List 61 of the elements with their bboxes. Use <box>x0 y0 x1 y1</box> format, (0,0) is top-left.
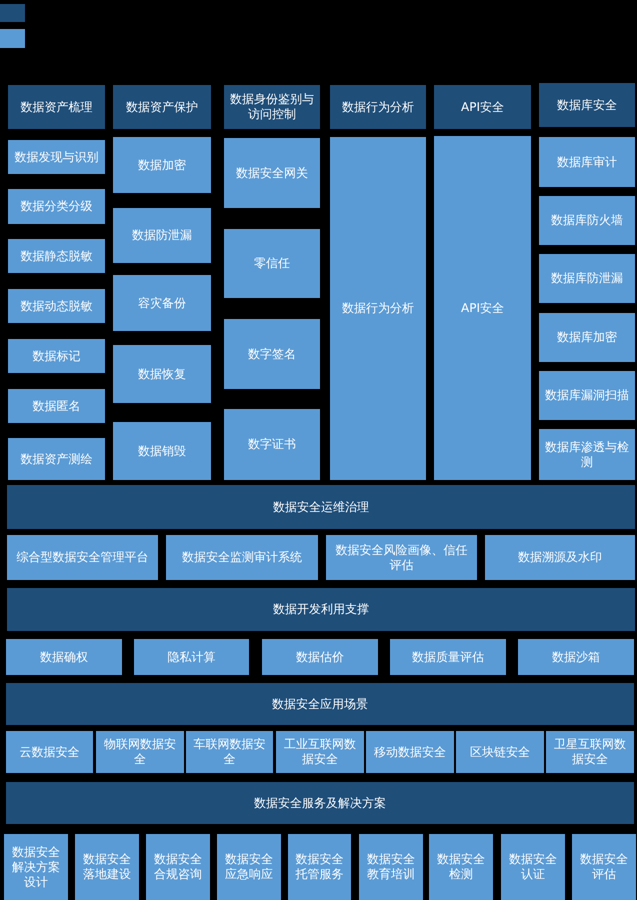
category-header: API安全 <box>434 85 531 129</box>
feature-box: 数据估价 <box>262 639 378 675</box>
feature-box: 数据恢复 <box>113 345 211 403</box>
feature-box: 数据安全落地建设 <box>75 834 139 900</box>
feature-box: 数据静态脱敏 <box>8 239 105 273</box>
color-swatch <box>0 29 25 48</box>
feature-box: 数据库渗透与检测 <box>539 429 635 480</box>
feature-box: 数据匿名 <box>8 389 105 423</box>
category-header: 数据资产梳理 <box>8 85 105 129</box>
feature-box: API安全 <box>434 136 531 480</box>
feature-box: 数据库防火墙 <box>539 196 635 245</box>
feature-box: 数据发现与识别 <box>8 140 105 174</box>
feature-box: 数据资产测绘 <box>8 438 105 480</box>
feature-box: 综合型数据安全管理平台 <box>7 535 158 580</box>
feature-box: 数据安全风险画像、信任评估 <box>326 535 477 580</box>
feature-box: 数据安全教育培训 <box>359 834 423 900</box>
feature-box: 数据溯源及水印 <box>485 535 635 580</box>
feature-box: 区块链安全 <box>456 731 544 773</box>
feature-box: 数据库漏洞扫描 <box>539 371 635 420</box>
feature-box: 数据安全托管服务 <box>288 834 351 900</box>
feature-box: 数据安全监测审计系统 <box>166 535 318 580</box>
feature-box: 零信任 <box>224 229 320 298</box>
feature-box: 数据库审计 <box>539 137 635 187</box>
category-header: 数据库安全 <box>539 83 635 127</box>
feature-box: 数据库防泄漏 <box>539 254 635 303</box>
feature-box: 数字签名 <box>224 319 320 389</box>
feature-box: 数据安全合规咨询 <box>146 834 210 900</box>
feature-box: 车联网数据安全 <box>186 731 273 773</box>
feature-box: 移动数据安全 <box>366 731 454 773</box>
feature-box: 数据动态脱敏 <box>8 289 105 323</box>
feature-box: 卫星互联网数据安全 <box>546 731 634 773</box>
feature-box: 数据分类分级 <box>8 189 105 224</box>
feature-box: 物联网数据安全 <box>96 731 184 773</box>
color-swatch <box>0 4 25 22</box>
feature-box: 数据质量评估 <box>390 639 506 675</box>
category-header: 数据身份鉴别与访问控制 <box>224 85 320 129</box>
feature-box: 数据安全认证 <box>501 834 565 900</box>
feature-box: 容灾备份 <box>113 275 211 331</box>
feature-box: 数据安全评估 <box>572 834 636 900</box>
feature-box: 数据沙箱 <box>518 639 634 675</box>
feature-box: 数据安全应急响应 <box>217 834 281 900</box>
feature-box: 工业互联网数据安全 <box>276 731 364 773</box>
category-header: 数据行为分析 <box>330 85 426 129</box>
feature-box: 数据库加密 <box>539 313 635 362</box>
feature-box: 数据标记 <box>8 339 105 373</box>
feature-box: 数据防泄漏 <box>113 208 211 263</box>
feature-box: 云数据安全 <box>6 731 93 773</box>
feature-box: 数字证书 <box>224 409 320 480</box>
feature-box: 数据确权 <box>6 639 122 675</box>
feature-box: 数据销毁 <box>113 422 211 480</box>
category-header: 数据资产保护 <box>113 85 211 129</box>
layer-band: 数据开发利用支撑 <box>7 588 635 631</box>
feature-box: 数据行为分析 <box>330 137 426 480</box>
feature-box: 数据安全网关 <box>224 138 320 208</box>
feature-box: 数据加密 <box>113 137 211 193</box>
layer-band: 数据安全服务及解决方案 <box>6 782 634 824</box>
layer-band: 数据安全运维治理 <box>7 485 635 529</box>
feature-box: 数据安全解决方案设计 <box>4 834 68 900</box>
feature-box: 数据安全检测 <box>429 834 493 900</box>
layer-band: 数据安全应用场景 <box>6 683 634 725</box>
feature-box: 隐私计算 <box>134 639 249 675</box>
